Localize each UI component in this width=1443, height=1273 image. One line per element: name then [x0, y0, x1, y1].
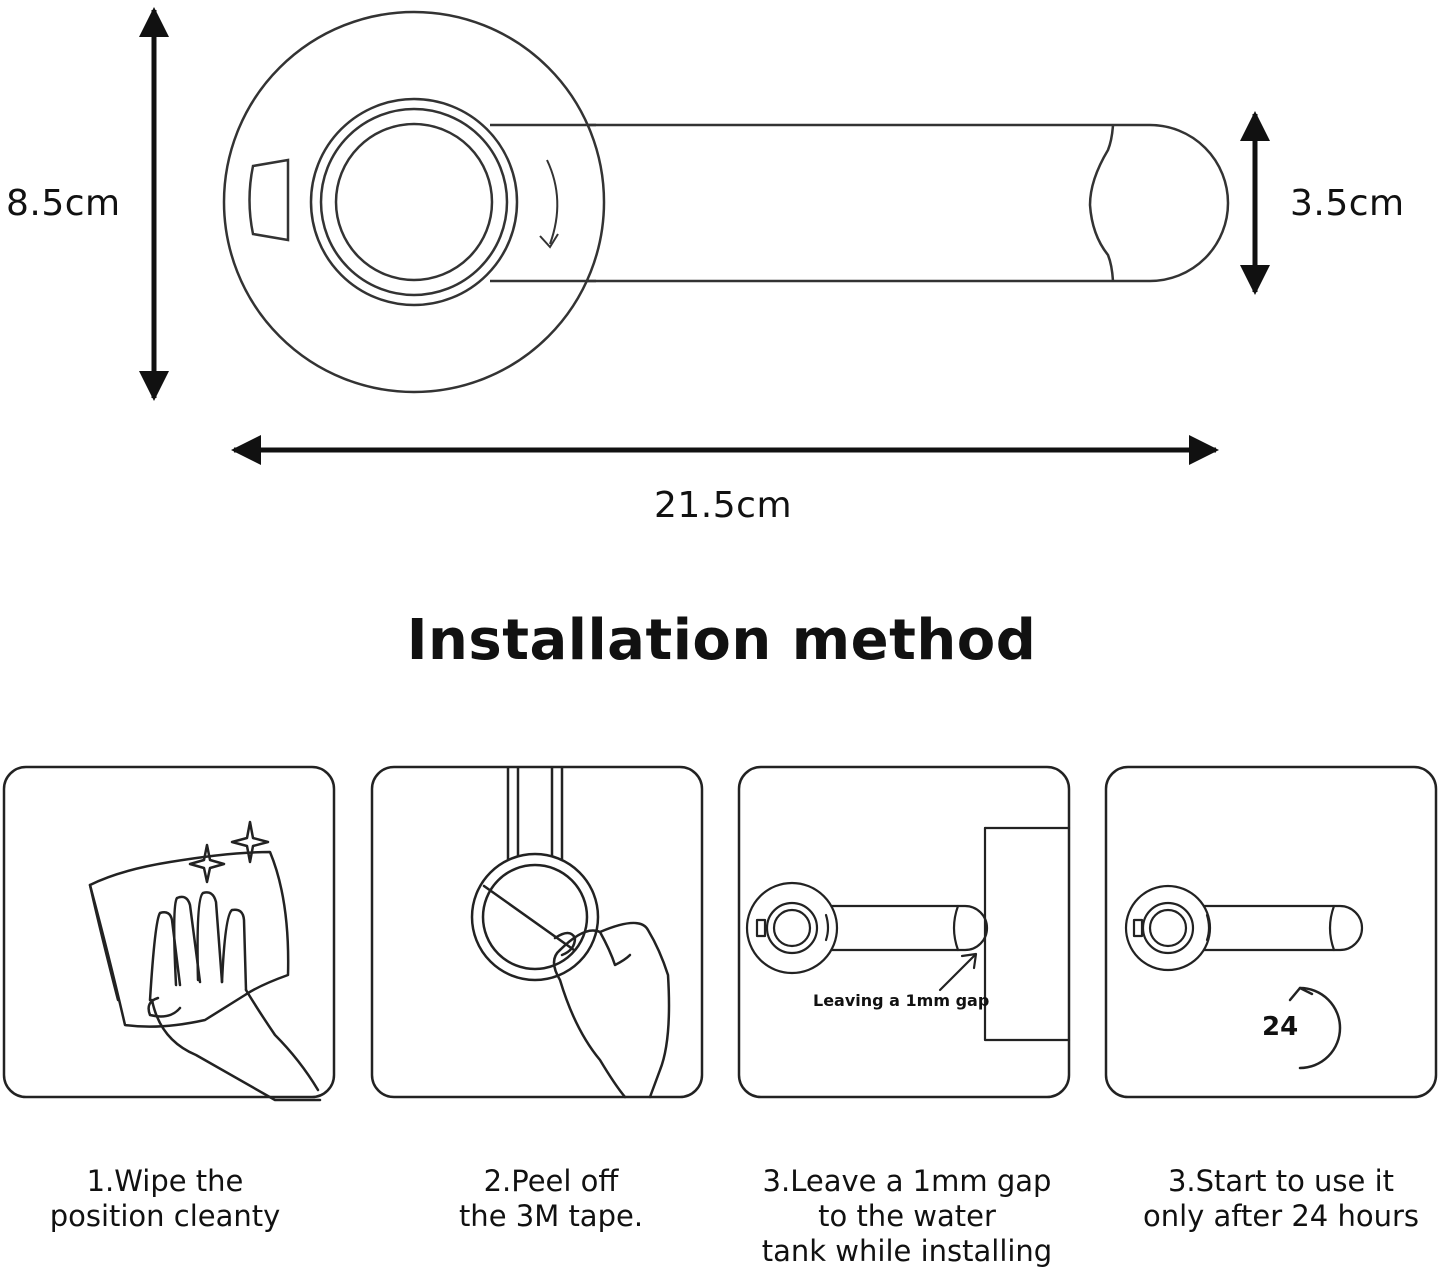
step-3-caption-line: to the water — [818, 1199, 996, 1233]
gap-note-label: Leaving a 1mm gap — [813, 991, 990, 1010]
bar-width-dimension-label: 3.5cm — [1290, 183, 1405, 224]
step-1-caption: 1.Wipe the position cleanty — [0, 1164, 345, 1234]
step-4-caption-line: only after 24 hours — [1142, 1199, 1420, 1233]
hand-wiping-icon — [88, 820, 322, 1102]
hours-number-label: 24 — [1262, 1012, 1299, 1042]
step-panel-2 — [370, 765, 704, 1099]
dimension-arrows — [139, 6, 1270, 465]
step-2-caption: 2.Peel off the 3M tape. — [371, 1164, 731, 1234]
length-dimension-label: 21.5cm — [654, 485, 793, 526]
gap-install-icon — [745, 826, 1071, 1042]
step-panel-1 — [2, 765, 336, 1099]
step-2-caption-line: the 3M tape. — [458, 1199, 644, 1233]
step-3-caption-line: 3.Leave a 1mm gap — [762, 1164, 1052, 1198]
step-3-caption: 3.Leave a 1mm gap to the water tank whil… — [727, 1164, 1087, 1269]
lever-lock-drawing — [222, 10, 1230, 394]
step-panel-3 — [737, 765, 1071, 1099]
step-panel-4 — [1104, 765, 1438, 1099]
height-dimension-label: 8.5cm — [6, 183, 121, 224]
step-1-caption-line: position cleanty — [49, 1199, 281, 1233]
step-panels — [2, 765, 1438, 1099]
step-4-caption: 3.Start to use it only after 24 hours — [1101, 1164, 1443, 1234]
wait-24h-icon — [1124, 884, 1364, 1070]
peel-tape-icon — [470, 766, 671, 1099]
step-3-caption-line: tank while installing — [761, 1234, 1053, 1268]
step-2-caption-line: 2.Peel off — [483, 1164, 619, 1198]
installation-title: Installation method — [406, 608, 1037, 673]
step-4-caption-line: 3.Start to use it — [1167, 1164, 1395, 1198]
step-1-caption-line: 1.Wipe the — [86, 1164, 244, 1198]
